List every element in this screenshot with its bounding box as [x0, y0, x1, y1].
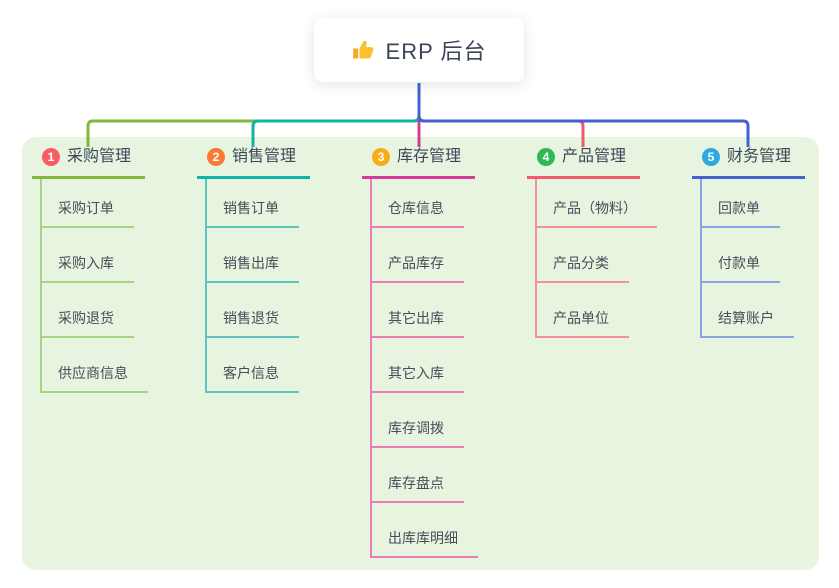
- child-node: 产品分类: [537, 228, 657, 283]
- child-node: 采购退货: [42, 283, 148, 338]
- branch-1: 1 采购管理 采购订单 采购入库 采购退货 供应商信息: [32, 146, 148, 393]
- branch-children: 销售订单 销售出库 销售退货 客户信息: [205, 179, 310, 393]
- branch-title-label: 库存管理: [397, 148, 462, 165]
- child-node: 其它入库: [372, 338, 478, 393]
- child-node-label[interactable]: 产品分类: [537, 253, 629, 283]
- child-node: 付款单: [702, 228, 805, 283]
- branch-title[interactable]: 2 销售管理: [197, 146, 310, 179]
- child-node: 产品单位: [537, 283, 657, 338]
- child-node-label[interactable]: 采购退货: [42, 308, 134, 338]
- branch-children: 回款单 付款单 结算账户: [700, 179, 805, 338]
- child-node: 采购订单: [42, 179, 148, 228]
- branch-title[interactable]: 1 采购管理: [32, 146, 145, 179]
- child-node-label[interactable]: 库存盘点: [372, 473, 464, 503]
- child-node: 其它出库: [372, 283, 478, 338]
- branch-number-badge: 4: [537, 148, 555, 166]
- child-node-label[interactable]: 产品（物料）: [537, 198, 657, 228]
- branch-2: 2 销售管理 销售订单 销售出库 销售退货 客户信息: [197, 146, 310, 393]
- child-node-label[interactable]: 库存调拨: [372, 418, 464, 448]
- child-node-label[interactable]: 出库库明细: [372, 528, 478, 558]
- child-node: 销售退货: [207, 283, 310, 338]
- child-node-label[interactable]: 采购入库: [42, 253, 134, 283]
- branch-number-badge: 1: [42, 148, 60, 166]
- branches-background-panel: [22, 137, 819, 570]
- child-node: 出库库明细: [372, 503, 478, 558]
- branch-title[interactable]: 3 库存管理: [362, 146, 475, 179]
- branch-children: 仓库信息 产品库存 其它出库 其它入库 库存调拨 库存盘点 出库库明细: [370, 179, 478, 558]
- branch-number-badge: 3: [372, 148, 390, 166]
- child-node: 库存调拨: [372, 393, 478, 448]
- branch-title-label: 财务管理: [727, 148, 792, 165]
- child-node: 销售订单: [207, 179, 310, 228]
- branch-4: 4 产品管理 产品（物料） 产品分类 产品单位: [527, 146, 657, 338]
- child-node: 仓库信息: [372, 179, 478, 228]
- branch-number-badge: 5: [702, 148, 720, 166]
- child-node: 回款单: [702, 179, 805, 228]
- child-node: 销售出库: [207, 228, 310, 283]
- child-node-label[interactable]: 其它入库: [372, 363, 464, 393]
- child-node: 产品（物料）: [537, 179, 657, 228]
- child-node-label[interactable]: 产品库存: [372, 253, 464, 283]
- root-node-erp[interactable]: ERP 后台: [314, 18, 524, 82]
- child-node-label[interactable]: 销售退货: [207, 308, 299, 338]
- root-node-label: ERP 后台: [385, 39, 487, 64]
- child-node-label[interactable]: 产品单位: [537, 308, 629, 338]
- child-node-label[interactable]: 采购订单: [42, 198, 134, 228]
- child-node: 库存盘点: [372, 448, 478, 503]
- child-node-label[interactable]: 其它出库: [372, 308, 464, 338]
- child-node-label[interactable]: 供应商信息: [42, 363, 148, 393]
- branch-children: 产品（物料） 产品分类 产品单位: [535, 179, 657, 338]
- child-node-label[interactable]: 结算账户: [702, 308, 794, 338]
- branch-5: 5 财务管理 回款单 付款单 结算账户: [692, 146, 805, 338]
- branch-title-label: 销售管理: [232, 148, 297, 165]
- branch-title-label: 采购管理: [67, 148, 132, 165]
- child-node: 供应商信息: [42, 338, 148, 393]
- branch-number-badge: 2: [207, 148, 225, 166]
- branch-children: 采购订单 采购入库 采购退货 供应商信息: [40, 179, 148, 393]
- branch-3: 3 库存管理 仓库信息 产品库存 其它出库 其它入库 库存调拨 库存盘点 出库库…: [362, 146, 478, 558]
- child-node: 结算账户: [702, 283, 805, 338]
- branch-title-label: 产品管理: [562, 148, 627, 165]
- child-node-label[interactable]: 仓库信息: [372, 198, 464, 228]
- branch-title[interactable]: 4 产品管理: [527, 146, 640, 179]
- branch-title[interactable]: 5 财务管理: [692, 146, 805, 179]
- child-node: 客户信息: [207, 338, 310, 393]
- child-node: 产品库存: [372, 228, 478, 283]
- child-node-label[interactable]: 销售出库: [207, 253, 299, 283]
- child-node-label[interactable]: 客户信息: [207, 363, 299, 393]
- child-node-label[interactable]: 销售订单: [207, 198, 299, 228]
- thumbs-up-icon: [352, 40, 373, 59]
- child-node-label[interactable]: 回款单: [702, 198, 780, 228]
- child-node-label[interactable]: 付款单: [702, 253, 780, 283]
- child-node: 采购入库: [42, 228, 148, 283]
